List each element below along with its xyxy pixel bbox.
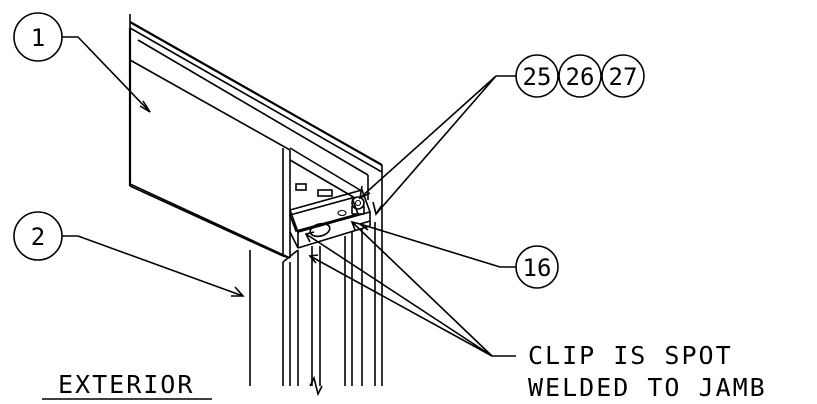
callout-27-text: 27 [609, 63, 638, 91]
callout-16-text: 16 [523, 254, 552, 282]
exterior-label: EXTERIOR [58, 370, 194, 399]
weld-note-line-1: CLIP IS SPOT [528, 341, 733, 370]
jamb [249, 200, 383, 397]
face-panel [128, 28, 291, 259]
weld-note-leaders [304, 220, 516, 357]
callout-25-26-27: 25 26 27 [358, 54, 645, 216]
callout-25-text: 25 [523, 63, 552, 91]
callout-16: 16 [358, 220, 559, 289]
callout-2-text: 2 [31, 223, 45, 251]
callout-2: 2 [13, 211, 245, 297]
callout-1-text: 1 [31, 24, 45, 52]
clip-bracket [288, 183, 372, 249]
weld-note-line-2: WELDED TO JAMB [528, 373, 767, 402]
callout-26-text: 26 [566, 63, 595, 91]
header-channel [129, 14, 383, 200]
callout-1: 1 [13, 12, 151, 113]
